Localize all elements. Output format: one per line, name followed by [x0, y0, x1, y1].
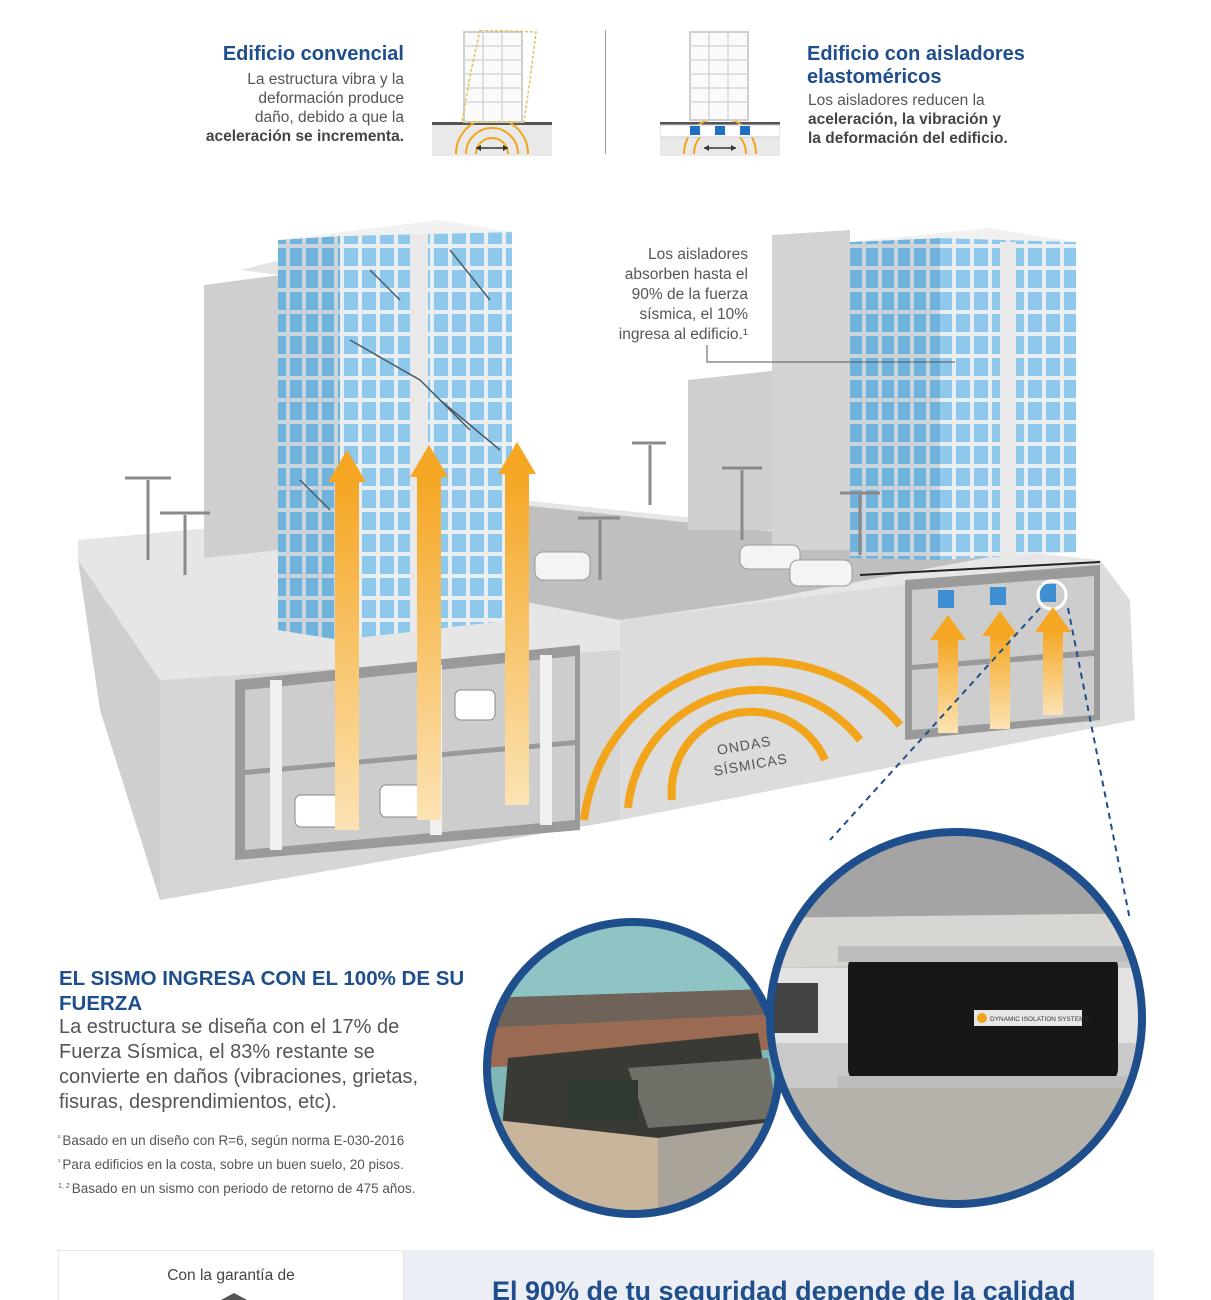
force-arrow [1035, 607, 1071, 715]
warranty-panel: Con la garantía de [58, 1250, 404, 1300]
isolator-closeup-photo [487, 922, 779, 1214]
force-arrow [498, 442, 536, 805]
comparison-divider [605, 30, 606, 154]
earthquake-force-description: La estructura se diseña con el 17% de Fu… [59, 1016, 419, 1113]
absorb-note-callout-line [706, 345, 955, 363]
elastomeric-isolator-photo: DYNAMIC ISOLATION SYSTEMS [770, 832, 1142, 1204]
warranty-label: Con la garantía de [167, 1267, 295, 1284]
conventional-title: Edificio convencial [222, 43, 404, 65]
isolation-gap-line [859, 561, 1101, 576]
conventional-tower [278, 220, 512, 640]
earthquake-force-title: EL SISMO INGRESA CON EL 100% DE SU FUERZ… [59, 967, 465, 1015]
absorb-note: Los aisladores absorben hasta el 90% de … [618, 246, 748, 343]
isolated-description: Los aisladores reducen la aceleración, l… [808, 92, 1008, 147]
isolated-title: Edificio con aisladores elastoméricos [807, 43, 1025, 88]
left-force-arrows [328, 442, 536, 830]
force-arrow [328, 450, 366, 830]
isolated-building-icon [660, 31, 780, 156]
isolated-tower [850, 228, 1076, 560]
quality-banner: El 90% de tu seguridad depende de la cal… [404, 1250, 1154, 1300]
street-lamps [125, 441, 880, 580]
isolator-photo-circles: DYNAMIC ISOLATION SYSTEMS [483, 828, 1146, 1218]
quality-banner-title: El 90% de tu seguridad depende de la cal… [492, 1276, 1076, 1300]
conventional-description: La estructura vibra y la deformación pro… [205, 71, 404, 145]
warranty-logo-icon [220, 1293, 248, 1300]
right-background-buildings [688, 230, 850, 550]
street-cars [534, 544, 853, 587]
seismic-waves [580, 657, 904, 821]
city-cutaway-illustration: ONDAS SÍSMICAS [78, 220, 1135, 920]
zoom-lines [829, 607, 1131, 920]
force-arrow [930, 615, 966, 733]
conventional-building-icon [432, 30, 552, 156]
force-arrow [410, 445, 448, 820]
right-force-arrows [930, 607, 1071, 733]
isolator-brand-label: DYNAMIC ISOLATION SYSTEMS [990, 1016, 1090, 1023]
